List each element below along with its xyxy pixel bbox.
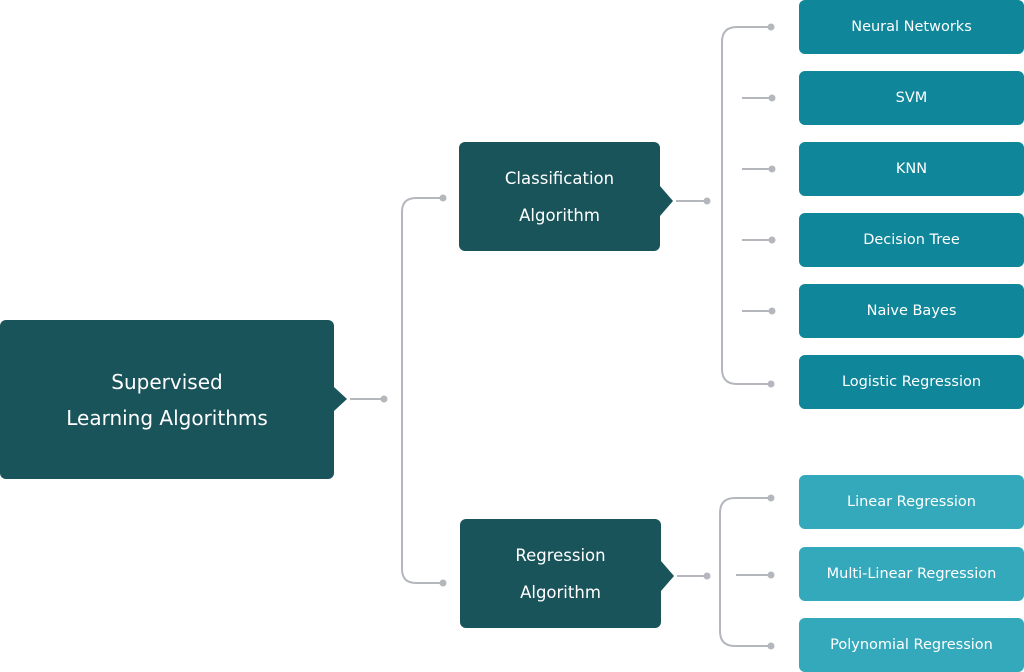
category-node-label: Classification Algorithm <box>504 168 615 225</box>
leaf-node-svm: SVM <box>799 71 1024 125</box>
leaf-node-label: Logistic Regression <box>841 374 982 390</box>
leaf-node-logistic-regression: Logistic Regression <box>799 355 1024 409</box>
leaf-node-linear-regression: Linear Regression <box>799 475 1024 529</box>
leaf-node-naive-bayes: Naive Bayes <box>799 284 1024 338</box>
leaf-node-label: Linear Regression <box>847 494 976 510</box>
leaf-node-label: SVM <box>895 90 928 106</box>
leaf-node-label: Neural Networks <box>851 19 972 35</box>
leaf-node-label: Multi-Linear Regression <box>826 566 997 582</box>
leaf-node-neural-networks: Neural Networks <box>799 0 1024 54</box>
leaf-node-polynomial-regression: Polynomial Regression <box>799 618 1024 672</box>
leaf-node-label: Decision Tree <box>863 232 960 248</box>
category-node-classification: Classification Algorithm <box>459 142 660 251</box>
leaf-node-label: KNN <box>895 161 928 177</box>
root-node: Supervised Learning Algorithms <box>0 320 334 479</box>
leaf-node-knn: KNN <box>799 142 1024 196</box>
leaf-node-decision-tree: Decision Tree <box>799 213 1024 267</box>
root-node-label: Supervised Learning Algorithms <box>66 369 268 430</box>
category-node-regression: Regression Algorithm <box>460 519 661 628</box>
leaf-node-label: Polynomial Regression <box>830 637 993 653</box>
category-node-label: Regression Algorithm <box>515 545 606 602</box>
leaf-node-multi-linear-regression: Multi-Linear Regression <box>799 547 1024 601</box>
leaf-node-label: Naive Bayes <box>866 303 957 319</box>
